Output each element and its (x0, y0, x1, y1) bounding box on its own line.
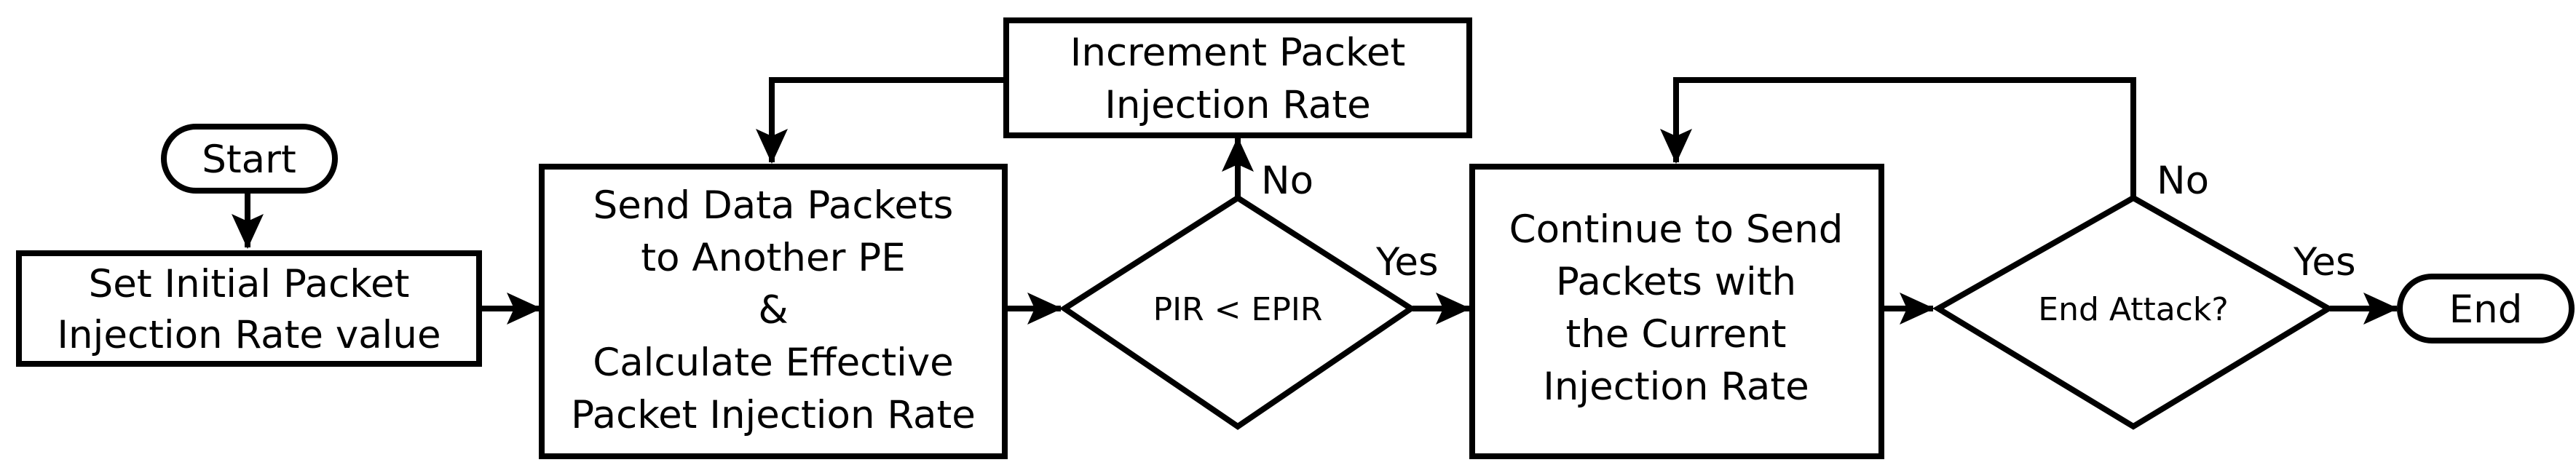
connectors (232, 77, 2398, 325)
set-initial-rate-box: Set Initial Packet Injection Rate value (16, 250, 482, 367)
continue-line-4: Injection Rate (1543, 365, 1809, 409)
end-attack-yes-label: Yes (2293, 240, 2356, 285)
arrow-increment-back-to-send-data (756, 77, 1005, 164)
pir-yes-label: Yes (1375, 240, 1439, 285)
start-terminal: Start (161, 124, 338, 194)
continue-line-1: Continue to Send (1509, 207, 1844, 252)
continue-line-2: Packets with (1556, 260, 1796, 304)
send-data-line-1: Send Data Packets (593, 183, 954, 228)
arrow-end-attack-no-loop (1660, 77, 2136, 196)
increment-rate-box: Increment Packet Injection Rate (1003, 17, 1472, 138)
end-attack-diamond: End Attack? (1932, 194, 2334, 430)
continue-line-3: the Current (1566, 312, 1787, 357)
end-attack-no-label: No (2157, 159, 2209, 203)
end-label: End (2449, 287, 2523, 332)
continue-send-box: Continue to Send Packets with the Curren… (1469, 164, 1884, 459)
pir-check-diamond: PIR < EPIR (1059, 194, 1417, 430)
send-data-line-4: Calculate Effective (593, 341, 954, 385)
increment-line-2: Injection Rate (1105, 83, 1371, 127)
pir-check-label: PIR < EPIR (1153, 291, 1323, 328)
start-label: Start (202, 138, 296, 182)
send-data-line-2: to Another PE (641, 236, 905, 280)
pir-no-label: No (1261, 159, 1313, 203)
end-attack-label: End Attack? (2038, 291, 2228, 328)
send-data-box: Send Data Packets to Another PE & Calcul… (539, 164, 1008, 459)
send-data-line-3: & (758, 288, 788, 333)
send-data-line-5: Packet Injection Rate (571, 393, 976, 437)
end-terminal: End (2397, 274, 2575, 343)
set-initial-line-2: Injection Rate value (57, 313, 440, 357)
increment-line-1: Increment Packet (1070, 31, 1405, 75)
set-initial-line-1: Set Initial Packet (89, 262, 410, 306)
